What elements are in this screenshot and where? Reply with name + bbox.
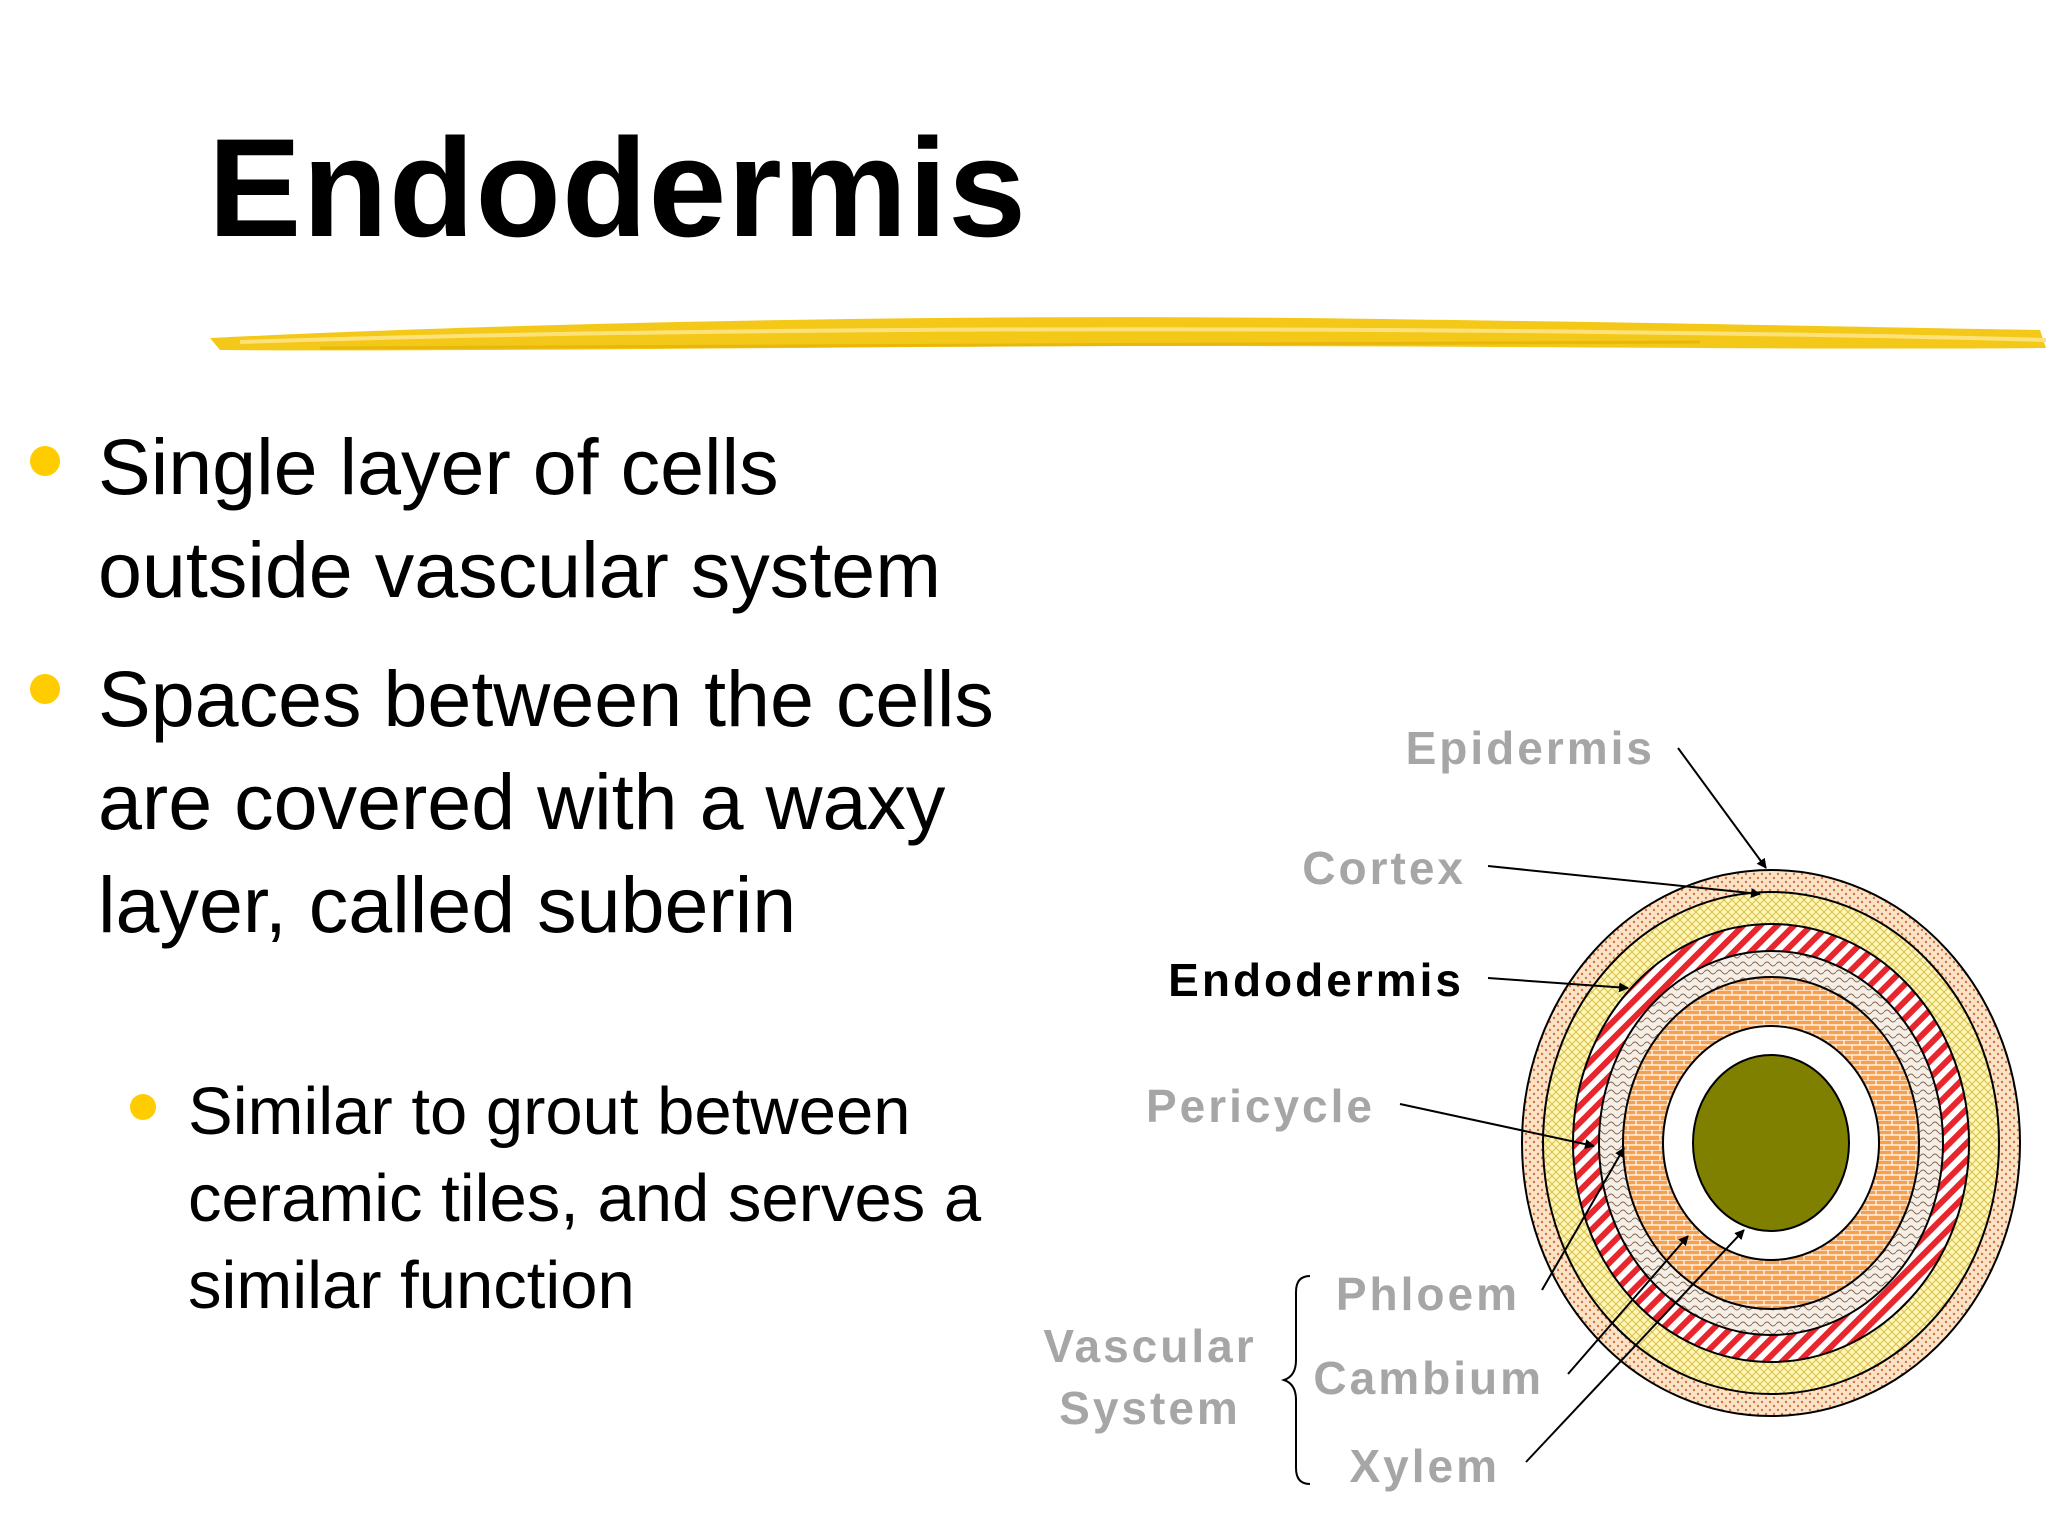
arrow-xylem	[1525, 1229, 1745, 1463]
arrow-phloem	[1541, 1147, 1625, 1291]
arrow-cortex	[1487, 865, 1761, 899]
label-system: System	[1059, 1382, 1241, 1434]
sub-bullet-dot	[130, 1094, 156, 1120]
label-cortex: Cortex	[1302, 842, 1466, 894]
arrow-endodermis	[1487, 977, 1629, 993]
label-cambium: Cambium	[1313, 1352, 1544, 1404]
label-endodermis: Endodermis	[1168, 954, 1464, 1006]
label-pericycle: Pericycle	[1146, 1080, 1375, 1132]
root-cross-section-diagram: Epidermis Cortex Endodermis Pericycle Ph…	[1043, 722, 2021, 1492]
label-vascular: Vascular	[1043, 1320, 1256, 1372]
bullet-dot	[30, 446, 60, 476]
arrow-pericycle	[1399, 1103, 1595, 1149]
arrow-epidermis	[1677, 747, 1767, 869]
bullet-dot	[30, 674, 60, 704]
label-xylem: Xylem	[1349, 1440, 1500, 1492]
bullet-item: Spaces between the cells are covered wit…	[98, 654, 994, 949]
label-phloem: Phloem	[1336, 1268, 1520, 1320]
sub-bullet-item: Similar to grout between ceramic tiles, …	[188, 1074, 982, 1323]
slide-title: Endodermis	[208, 109, 1028, 266]
title-underline-brush	[210, 317, 2047, 351]
arrow-cambium	[1567, 1235, 1689, 1375]
xylem-core	[1692, 1054, 1850, 1232]
vascular-brace	[1280, 1275, 1311, 1485]
label-epidermis: Epidermis	[1406, 722, 1655, 774]
bullet-item: Single layer of cells outside vascular s…	[98, 422, 942, 614]
